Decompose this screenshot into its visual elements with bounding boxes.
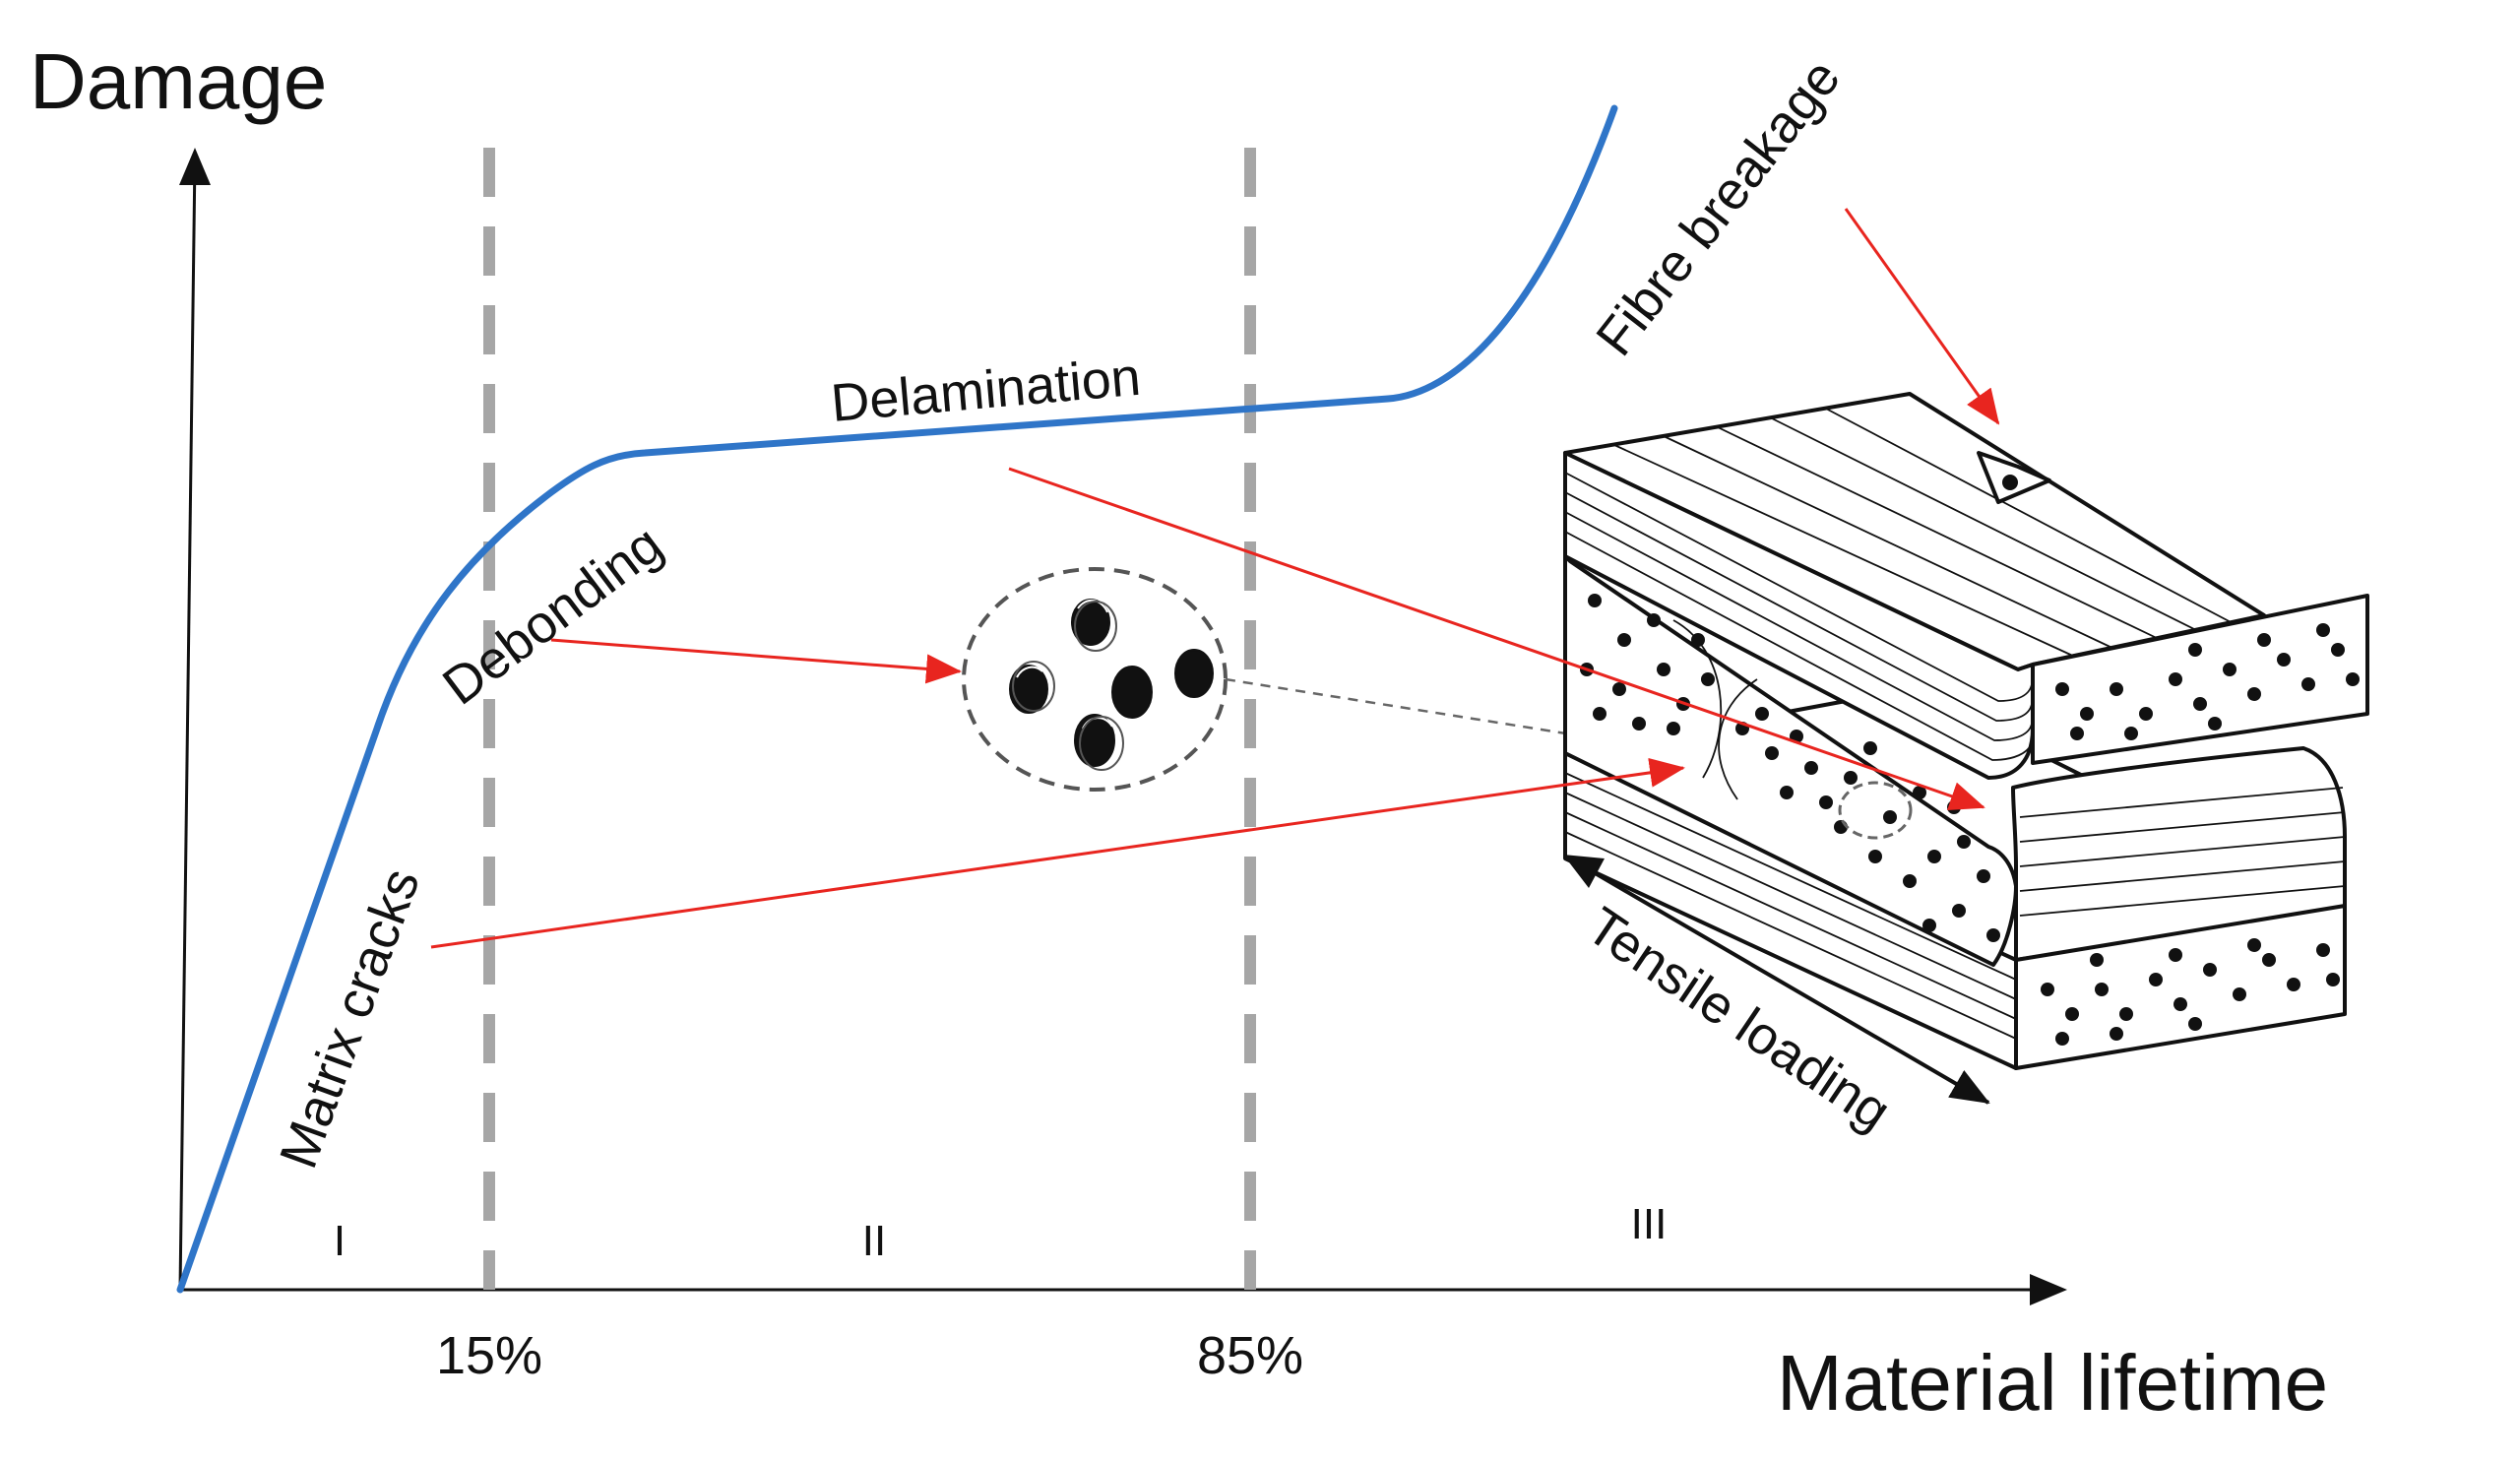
notch-fibre-dot [2002,475,2018,490]
pointer-arrows [430,208,2000,949]
pointer-debonding [550,638,962,684]
y-axis-arrowhead [179,148,211,185]
debonding-zoom [962,567,1228,792]
top-right-matrix [2031,594,2369,765]
pointer-matrix-cracks [430,757,1685,949]
matrix-crack-arc-1 [1672,619,1723,779]
middle-matrix-layer [1563,554,2018,967]
x-axis-title: Material lifetime [1777,1339,2328,1427]
bottom-right-matrix [2014,904,2347,1070]
boundary-label-15: 15% [436,1326,542,1385]
stage-boundaries [483,148,1256,1290]
stage-label-ii: II [862,1217,886,1265]
zoom-connector-upper [1225,677,1876,785]
pointer-delamination [1008,467,1985,811]
y-axis-title: Damage [30,37,327,125]
fiber-3 [1111,666,1153,719]
fiber-2 [1009,665,1048,714]
bottom-laminate-lines [1564,772,2017,1040]
tensile-loading-arrowhead-start [1563,855,1605,888]
tensile-loading-arrow [1578,862,1990,1105]
matrix-crack-arc-2 [1718,678,1758,800]
fibre-dots [1580,594,2360,1046]
damage-curve [176,104,1618,1294]
label-debonding: Debonding [432,514,673,716]
y-axis [178,157,197,1291]
label-fibre-breakage: Fibre breakage [1585,48,1852,366]
middle-laminate-block [2011,746,2347,962]
label-matrix-cracks: Matrix cracks [269,861,431,1176]
boundary-label-85: 85% [1197,1326,1303,1385]
stage-label-iii: III [1631,1200,1668,1248]
stage-label-i: I [334,1217,346,1265]
middle-laminate-lines [2019,787,2346,917]
x-axis-arrowhead [2030,1274,2067,1305]
top-face-fibre-lines [1613,408,2236,659]
composite-specimen [1563,392,2369,1070]
specimen-zoom-marker [1838,781,1913,840]
fiber-4 [1174,649,1214,698]
pointer-fibre-breakage [1844,208,2000,425]
